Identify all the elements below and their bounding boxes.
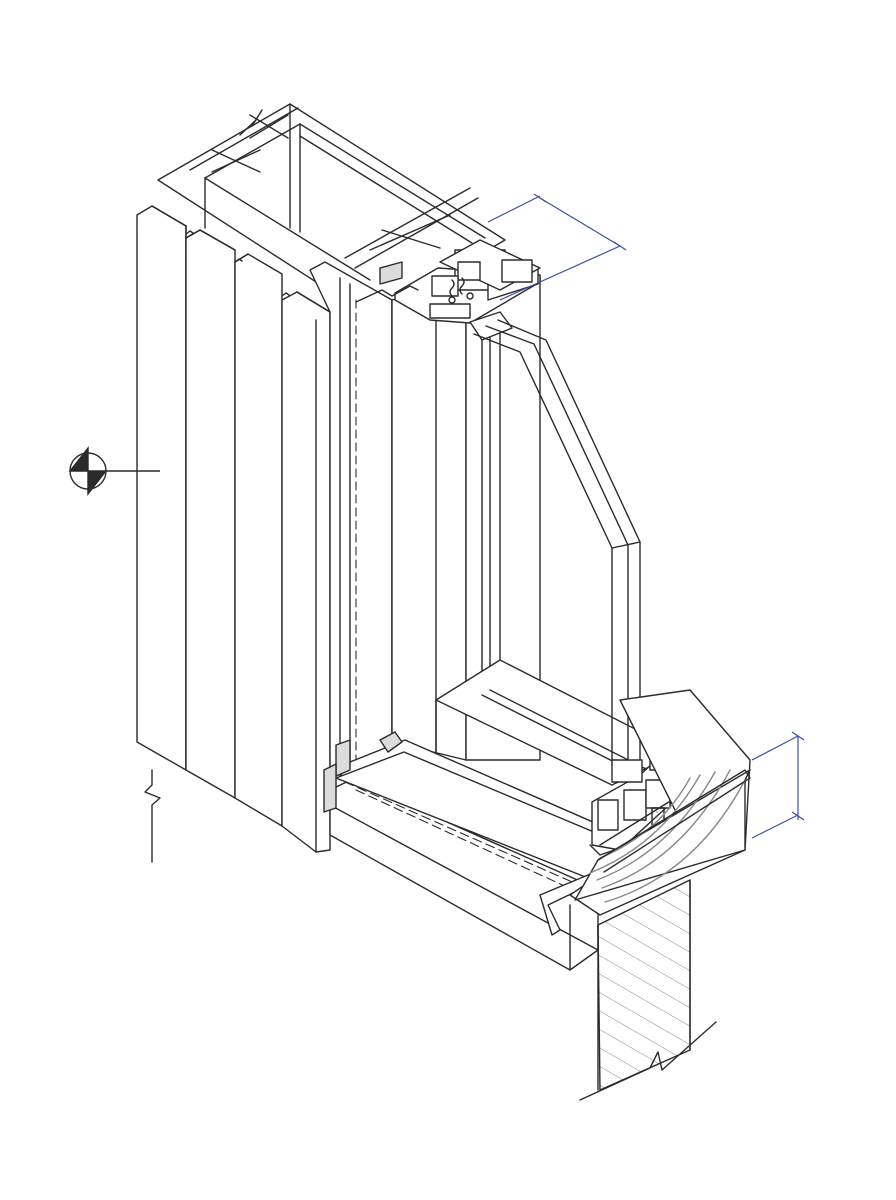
cladding-board-1	[136, 205, 187, 771]
frame-head-profile-section	[394, 239, 541, 341]
cladding-board-2	[185, 229, 236, 799]
sealant-blocks	[323, 261, 403, 813]
wall-framing-head	[157, 103, 506, 319]
section-marker	[68, 445, 160, 497]
window-frame-aluminium-profile	[355, 239, 681, 786]
cladding-board-3	[234, 253, 283, 827]
sill-flashing	[329, 739, 681, 971]
sill-timber-block	[569, 689, 751, 916]
dimension-frame-width	[487, 193, 627, 301]
cladding-board-4	[281, 291, 331, 853]
dimension-sill-height	[751, 731, 805, 839]
wall-below	[579, 879, 717, 1101]
double-glazing-unit	[473, 319, 641, 766]
vertical-cladding-boards	[136, 205, 331, 863]
